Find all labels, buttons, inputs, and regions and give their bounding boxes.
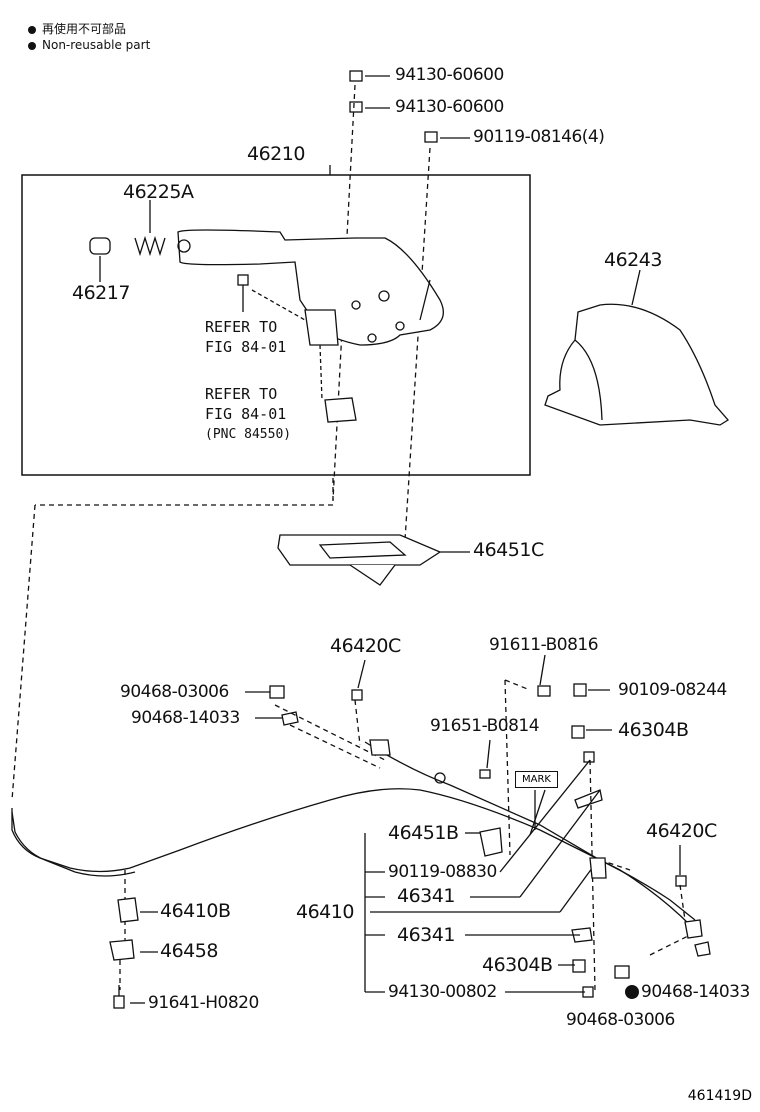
- part-label: 90468-03006: [120, 682, 229, 702]
- rear-cable-path: [11, 788, 691, 926]
- part-label: 94130-00802: [388, 982, 497, 1002]
- legend-text-1: 再使用不可部品: [42, 22, 127, 36]
- part-label: 91641-H0820: [148, 993, 259, 1013]
- part-label: 90119-08830: [388, 862, 497, 882]
- spring-46225A-shape: [134, 235, 166, 257]
- part-label: 90468-03006: [566, 1010, 675, 1030]
- part-label: 46410: [296, 901, 354, 923]
- reference-text: REFER TO: [205, 318, 278, 336]
- part-label: 46451B: [388, 822, 459, 844]
- part-label: 46243: [604, 249, 662, 271]
- part-label: 46420C: [330, 635, 401, 657]
- part-label: 90119-08146(4): [473, 127, 605, 147]
- non-reusable-dot-icon: [28, 25, 36, 34]
- legend-line-2: Non-reusable part: [28, 38, 150, 52]
- part-label: 90468-14033: [131, 708, 240, 728]
- assembly-46210-box: [21, 174, 531, 476]
- part-label: 46341: [397, 924, 455, 946]
- part-label: 94130-60600: [395, 65, 504, 85]
- parking-brake-lever-shape: [177, 229, 444, 346]
- reference-text: FIG 84-01: [205, 405, 287, 423]
- mark-box: MARK: [515, 771, 558, 788]
- diagram-id: 461419D: [687, 1088, 752, 1104]
- part-label: 46225A: [123, 181, 194, 203]
- part-label: 91651-B0814: [430, 716, 540, 736]
- legend-text-2: Non-reusable part: [42, 38, 151, 52]
- part-label: 94130-60600: [395, 97, 504, 117]
- reference-text: REFER TO: [205, 385, 278, 403]
- part-label: 46420C: [646, 820, 717, 842]
- part-label: 46217: [72, 282, 130, 304]
- reference-text: FIG 84-01: [205, 338, 287, 356]
- part-label: 46304B: [618, 719, 689, 741]
- legend-line-1: 再使用不可部品: [28, 20, 126, 37]
- part-label: 91611-B0816: [489, 635, 599, 655]
- non-reusable-dot-icon: [28, 41, 36, 50]
- part-label: 46210: [247, 143, 305, 165]
- part-label: 46458: [160, 940, 218, 962]
- boot-46243-shape: [544, 303, 729, 426]
- reference-text: (PNC 84550): [205, 427, 292, 442]
- part-label: 46341: [397, 885, 455, 907]
- part-label: 90468-14033: [641, 982, 750, 1002]
- part-label: 90109-08244: [618, 680, 727, 700]
- part-label: 46410B: [160, 900, 231, 922]
- part-label: 46451C: [473, 539, 544, 561]
- part-label: 46304B: [482, 954, 553, 976]
- button-46217-shape: [89, 237, 111, 255]
- plate-46451C-shape: [277, 534, 442, 566]
